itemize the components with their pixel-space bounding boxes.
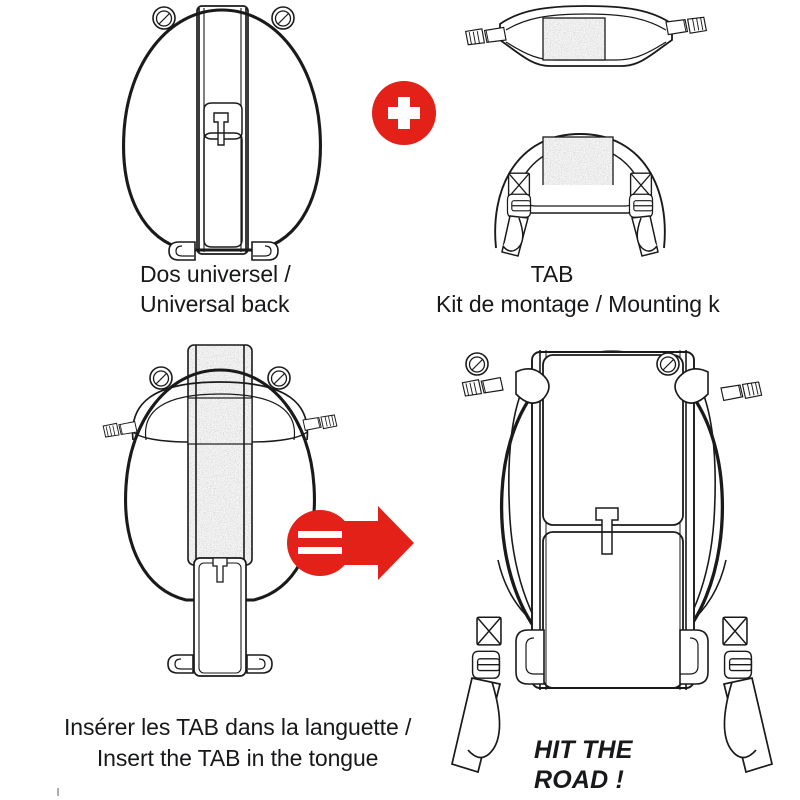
buckle-left (463, 22, 508, 50)
caption-universal-back: Dos universel / Universal back (140, 261, 291, 317)
d-ring-loop-top-right (271, 6, 295, 30)
strap-tail-right (631, 215, 659, 257)
caption-mounting-kit: Kit de montage / Mounting k (436, 291, 720, 317)
ladder-lock-right (723, 650, 753, 679)
d-ring-loop-bottom-right (246, 654, 273, 674)
d-ring-loop-top-left (152, 6, 176, 30)
ladder-lock-left (506, 193, 532, 218)
d-ring-loop-bottom-left (167, 654, 194, 674)
figure-insertion-step (101, 344, 339, 677)
strap-tail-left (501, 215, 529, 257)
velcro-patch (542, 17, 606, 61)
d-ring-loop-top-right (656, 352, 680, 376)
x-buckle-right (629, 172, 653, 198)
ladder-lock-right (628, 193, 654, 218)
velcro-patch (542, 136, 614, 190)
figure-universal-back (122, 5, 322, 261)
velcro-strip (187, 344, 253, 566)
buckle-left (460, 374, 505, 400)
caption-hit-the-road: HIT THE ROAD ! (534, 736, 633, 794)
strap-tail-right (722, 676, 774, 774)
x-buckle-left (507, 172, 531, 198)
plus-badge-shape (372, 81, 436, 145)
tongue-pocket (193, 557, 247, 677)
figure-final-assembly (450, 350, 774, 774)
caption-insert-tab: Insérer les TAB dans la languette / Inse… (64, 714, 412, 771)
x-buckle-right (722, 616, 748, 646)
buckle-right (301, 412, 339, 434)
d-ring-loop-top-left (149, 366, 173, 390)
equals-arrow-badge-shape (287, 506, 414, 580)
buckle-right (664, 12, 709, 40)
d-ring-loop-top-left (465, 352, 489, 376)
ladder-lock-left (471, 650, 501, 679)
caption-tab: TAB (530, 261, 574, 287)
figure-tab-harness (494, 133, 666, 257)
figure-waist-belt (463, 5, 709, 67)
buckle-right (719, 378, 764, 404)
x-buckle-left (476, 616, 502, 646)
strap-tail-left (450, 676, 502, 774)
d-ring-loop-bottom-right (251, 241, 279, 261)
buckle-left (101, 418, 139, 440)
d-ring-loop-top-right (267, 366, 291, 390)
d-ring-loop-bottom-left (168, 241, 196, 261)
